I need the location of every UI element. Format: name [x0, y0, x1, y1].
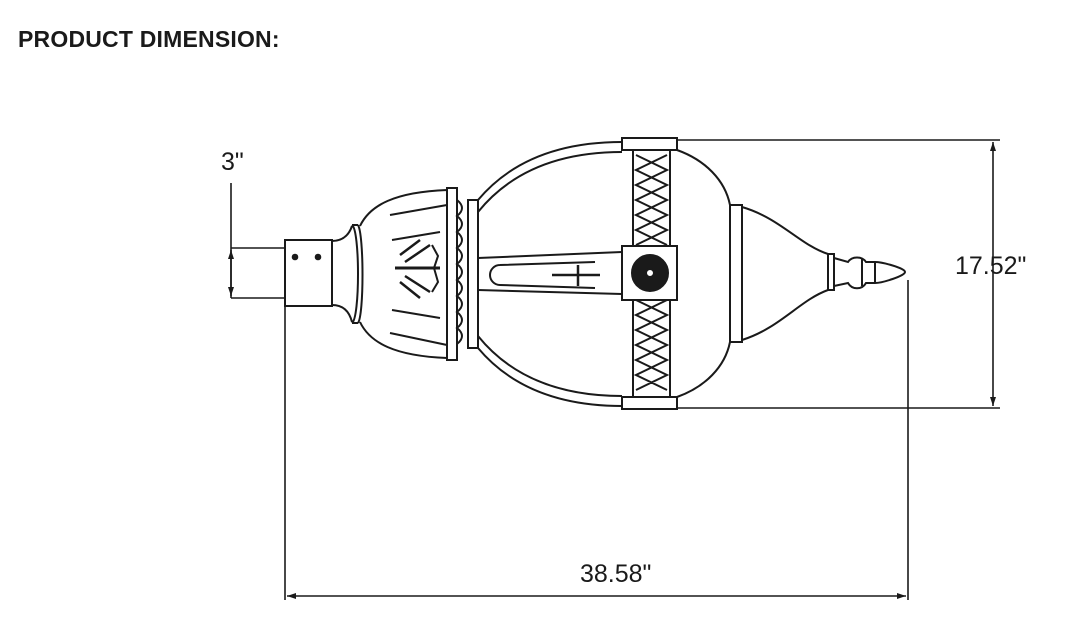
lattice-band — [621, 137, 678, 410]
cage-arms — [477, 141, 623, 407]
pole-dimension-lines — [228, 183, 285, 299]
page-title: PRODUCT DIMENSION: — [18, 26, 280, 52]
bell-housing — [359, 187, 479, 361]
length-label: 38.58" — [580, 560, 652, 588]
globe-and-finial — [676, 149, 907, 398]
pole-diameter-label: 3" — [221, 148, 244, 176]
height-dimension-lines — [677, 139, 1000, 409]
mounting-collar — [284, 224, 364, 324]
length-dimension-lines — [284, 280, 909, 600]
